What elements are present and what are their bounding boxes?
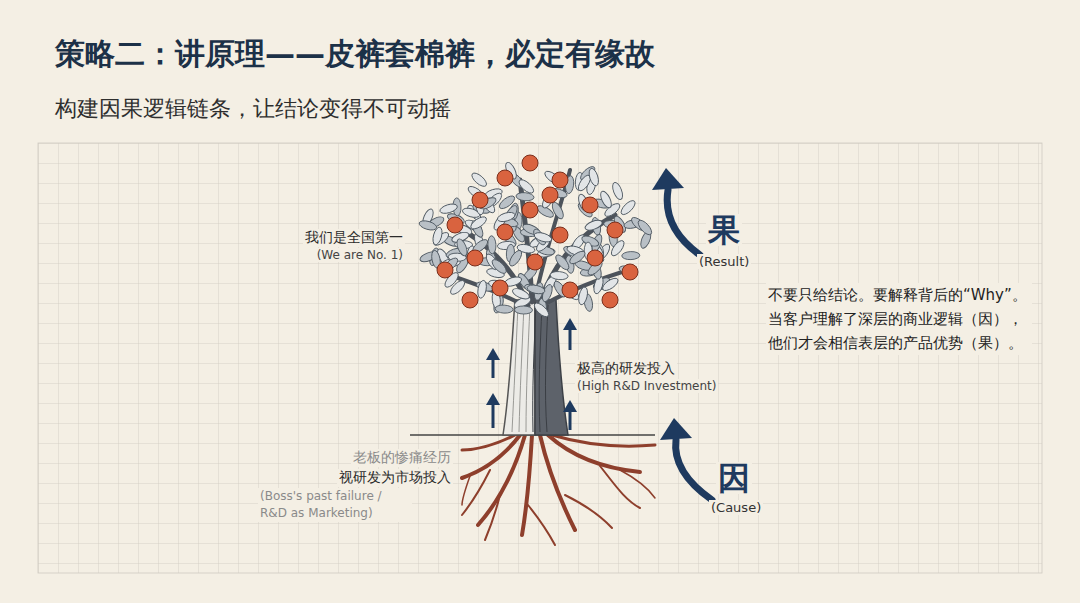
- explanation: 不要只给结论。要解释背后的“Why”。当客户理解了深层的商业逻辑（因），他们才会…: [766, 283, 1032, 355]
- apples: [437, 155, 638, 308]
- big-arrows: [652, 168, 712, 500]
- result-char: 果: [706, 214, 742, 246]
- cause-en: (Cause): [709, 500, 763, 515]
- root-label: 视研发为市场投入: [337, 469, 453, 487]
- subtitle: 构建因果逻辑链条，让结论变得不可动摇: [55, 94, 451, 124]
- root-label-grey: 老板的惨痛经历: [351, 449, 453, 467]
- cause-char: 因: [716, 462, 752, 494]
- cause-label-en: (High R&D Investment): [575, 379, 718, 393]
- leaves: [418, 161, 654, 319]
- cause-label: 极高的研发投入: [575, 360, 677, 378]
- branches: [440, 170, 635, 306]
- roots: [462, 435, 655, 545]
- result-label-en: (We are No. 1): [315, 248, 405, 262]
- grid-paper: [38, 143, 1042, 573]
- title: 策略二：讲原理——皮裤套棉裤，必定有缘故: [55, 34, 655, 75]
- root-label-en: (Boss's past failure / R&D as Marketing): [258, 488, 412, 522]
- result-en: (Result): [697, 254, 751, 269]
- up-arrows: [486, 318, 577, 430]
- trunk: [503, 300, 568, 435]
- result-label: 我们是全国第一: [303, 229, 405, 247]
